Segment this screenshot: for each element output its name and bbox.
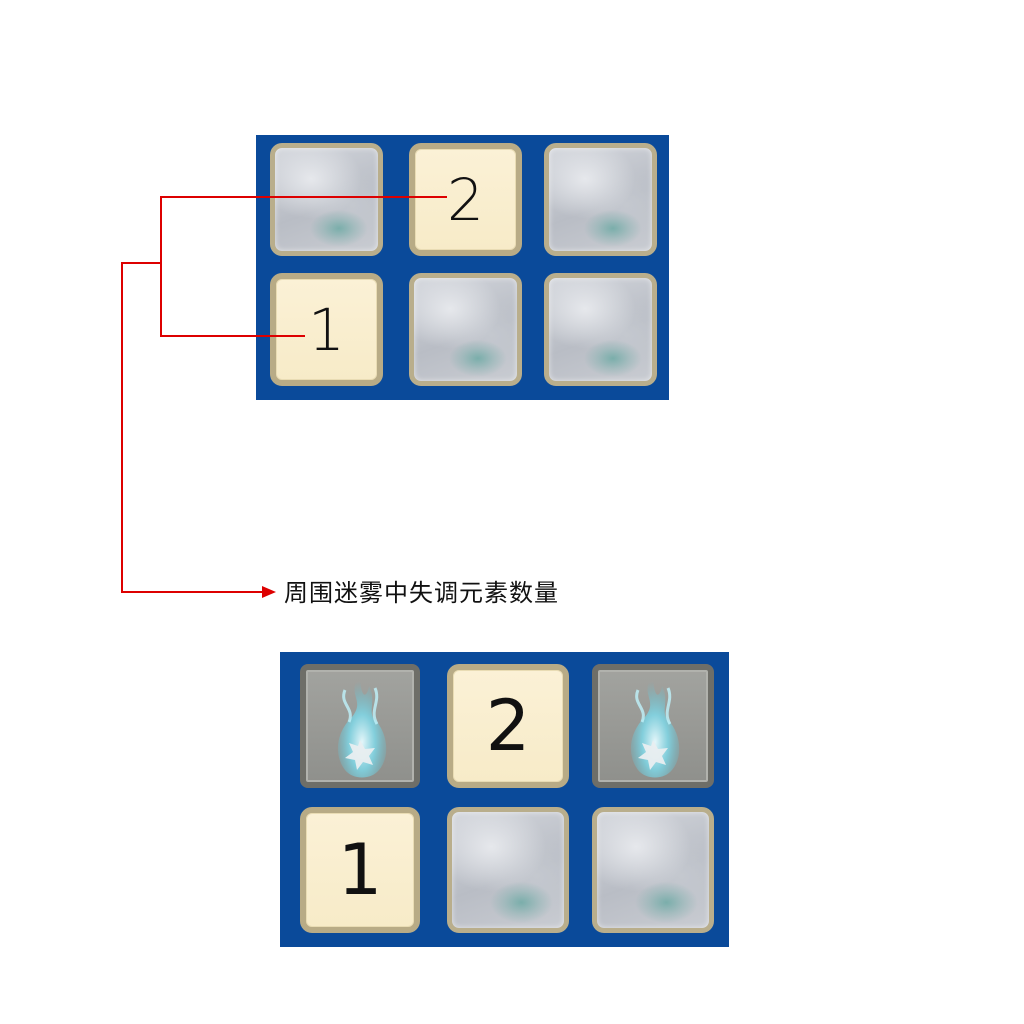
ice-element-cell[interactable] xyxy=(300,664,420,788)
number-cell[interactable]: 2 xyxy=(447,664,569,788)
pointer-line xyxy=(121,262,262,593)
fog-cell[interactable] xyxy=(447,807,569,933)
arrow-head-icon xyxy=(262,586,276,598)
number-value: 2 xyxy=(447,165,484,234)
number-cell[interactable]: 1 xyxy=(270,273,383,386)
number-value: 1 xyxy=(308,295,345,364)
fog-cell[interactable] xyxy=(409,273,522,386)
number-value: 2 xyxy=(485,685,531,767)
number-value: 1 xyxy=(337,829,383,911)
fog-cell[interactable] xyxy=(544,143,657,256)
bottom-game-board: 2 1 xyxy=(280,652,729,947)
ice-flame-icon xyxy=(337,676,387,778)
number-cell[interactable]: 2 xyxy=(409,143,522,256)
fog-cell[interactable] xyxy=(544,273,657,386)
fog-cell[interactable] xyxy=(592,807,714,933)
top-game-board: 2 1 xyxy=(256,135,669,400)
annotation-caption: 周围迷雾中失调元素数量 xyxy=(284,579,559,607)
fog-cell[interactable] xyxy=(270,143,383,256)
number-cell[interactable]: 1 xyxy=(300,807,420,933)
ice-element-cell[interactable] xyxy=(592,664,714,788)
ice-flame-icon xyxy=(630,676,680,778)
